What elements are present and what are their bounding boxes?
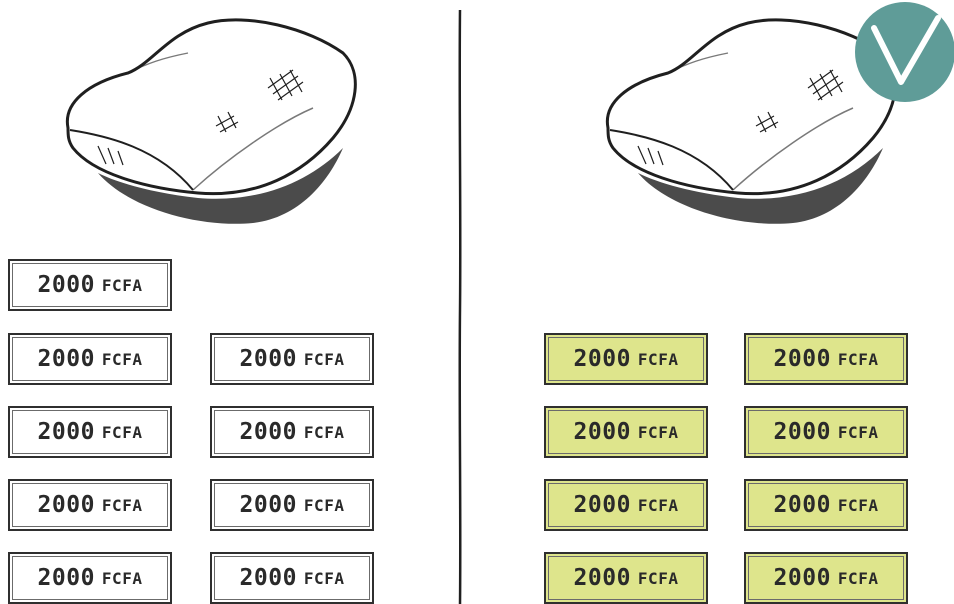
banknote-amount: 2000	[240, 565, 297, 591]
banknote-currency: FCFA	[638, 569, 679, 588]
banknote-amount: 2000	[574, 565, 631, 591]
banknote-currency: FCFA	[102, 350, 143, 369]
banknote-paid: 2000 FCFA	[544, 552, 708, 604]
banknote-paid: 2000 FCFA	[744, 479, 908, 531]
banknote-amount: 2000	[574, 419, 631, 445]
banknote: 2000 FCFA	[210, 479, 374, 531]
banknote-paid: 2000 FCFA	[544, 333, 708, 385]
banknote-currency: FCFA	[304, 350, 345, 369]
banknote-amount: 2000	[240, 346, 297, 372]
banknote-amount: 2000	[574, 492, 631, 518]
banknote-currency: FCFA	[102, 423, 143, 442]
banknote-amount: 2000	[38, 565, 95, 591]
banknote-currency: FCFA	[838, 350, 879, 369]
banknote-amount: 2000	[774, 492, 831, 518]
banknote-currency: FCFA	[304, 496, 345, 515]
pillow-icon	[598, 8, 898, 233]
banknote-currency: FCFA	[102, 496, 143, 515]
banknote-amount: 2000	[774, 419, 831, 445]
banknote-amount: 2000	[240, 492, 297, 518]
banknote-paid: 2000 FCFA	[744, 406, 908, 458]
banknote: 2000 FCFA	[210, 333, 374, 385]
banknote-currency: FCFA	[838, 569, 879, 588]
banknote-amount: 2000	[38, 492, 95, 518]
banknote-currency: FCFA	[102, 569, 143, 588]
banknote-currency: FCFA	[638, 423, 679, 442]
banknote: 2000 FCFA	[8, 552, 172, 604]
banknote: 2000 FCFA	[210, 552, 374, 604]
banknote-currency: FCFA	[838, 496, 879, 515]
banknote-paid: 2000 FCFA	[744, 552, 908, 604]
left-panel: 2000 FCFA 2000 FCFA 2000 FCFA 2000 FCFA …	[0, 0, 460, 604]
banknote-paid: 2000 FCFA	[744, 333, 908, 385]
banknote-amount: 2000	[38, 346, 95, 372]
pillow-icon	[58, 8, 358, 233]
banknote-amount: 2000	[774, 565, 831, 591]
right-panel: 2000 FCFA 2000 FCFA 2000 FCFA 2000 FCFA …	[462, 0, 954, 604]
banknote-paid: 2000 FCFA	[544, 479, 708, 531]
banknote-amount: 2000	[240, 419, 297, 445]
banknote: 2000 FCFA	[210, 406, 374, 458]
banknote-currency: FCFA	[304, 423, 345, 442]
banknote-currency: FCFA	[838, 423, 879, 442]
banknote-currency: FCFA	[638, 350, 679, 369]
banknote-currency: FCFA	[102, 276, 143, 295]
banknote: 2000 FCFA	[8, 333, 172, 385]
banknote: 2000 FCFA	[8, 479, 172, 531]
banknote-paid: 2000 FCFA	[544, 406, 708, 458]
banknote: 2000 FCFA	[8, 406, 172, 458]
banknote-amount: 2000	[574, 346, 631, 372]
banknote-amount: 2000	[38, 272, 95, 298]
banknote-amount: 2000	[774, 346, 831, 372]
banknote: 2000 FCFA	[8, 259, 172, 311]
banknote-currency: FCFA	[638, 496, 679, 515]
banknote-currency: FCFA	[304, 569, 345, 588]
check-icon	[854, 0, 954, 104]
banknote-amount: 2000	[38, 419, 95, 445]
